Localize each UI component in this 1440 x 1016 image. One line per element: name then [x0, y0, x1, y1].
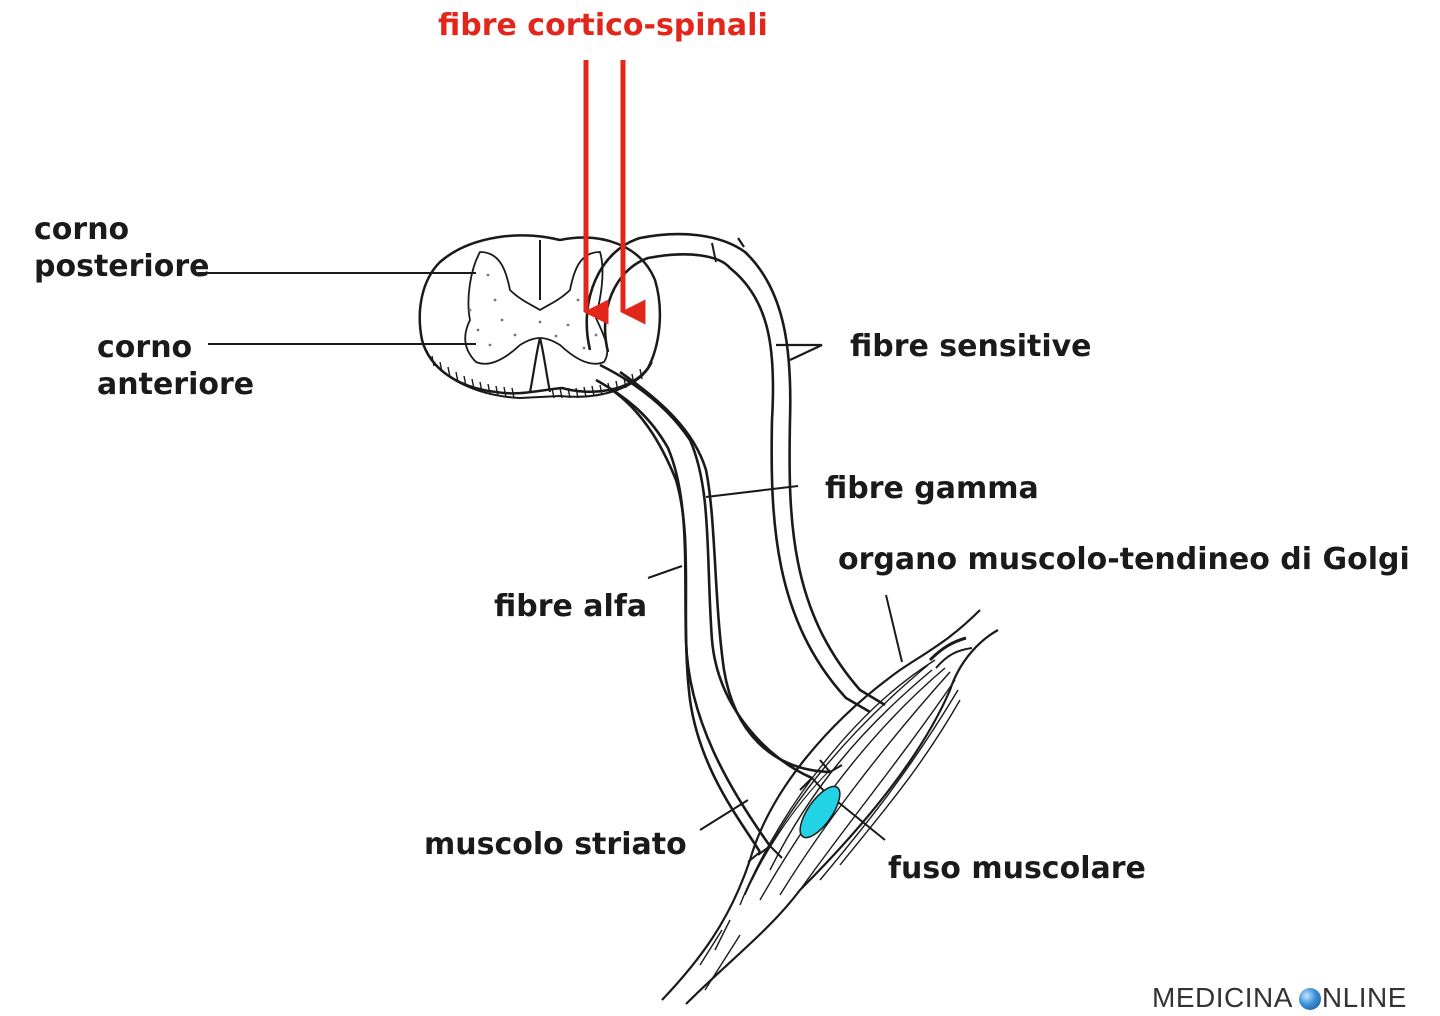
label-muscolo-striato: muscolo striato [424, 827, 687, 862]
label-corno-anteriore: corno anteriore [97, 330, 254, 403]
muscle-belly [661, 609, 999, 1005]
label-corno-posteriore: corno posteriore [34, 212, 209, 285]
label-corno-posteriore-line2: posteriore [34, 248, 210, 284]
title-cortico-spinal: fibre cortico-spinali [438, 8, 768, 43]
label-fibre-gamma: fibre gamma [825, 471, 1039, 506]
watermark-right: NLINE [1321, 982, 1407, 1013]
label-corno-anteriore-line1: corno [97, 330, 193, 365]
label-corno-posteriore-line1: corno [34, 212, 130, 247]
watermark-left: MEDICINA [1152, 982, 1293, 1013]
sensory-fibre [585, 232, 886, 714]
label-corno-anteriore-line2: anteriore [97, 366, 255, 402]
label-fibre-sensitive: fibre sensitive [850, 329, 1092, 364]
leader-lines [198, 272, 903, 841]
globe-icon [1298, 988, 1321, 1010]
cortico-spinal-arrows [583, 60, 646, 325]
label-fibre-alfa: fibre alfa [494, 589, 648, 624]
spinal-cord-section [418, 234, 662, 400]
muscle-spindle [799, 785, 841, 839]
label-fuso-muscolare: fuso muscolare [888, 851, 1146, 886]
label-golgi-organ: organo muscolo-tendineo di Golgi [838, 542, 1410, 577]
watermark: MEDICINA NLINE [1152, 982, 1407, 1014]
motor-fibres [595, 363, 831, 853]
